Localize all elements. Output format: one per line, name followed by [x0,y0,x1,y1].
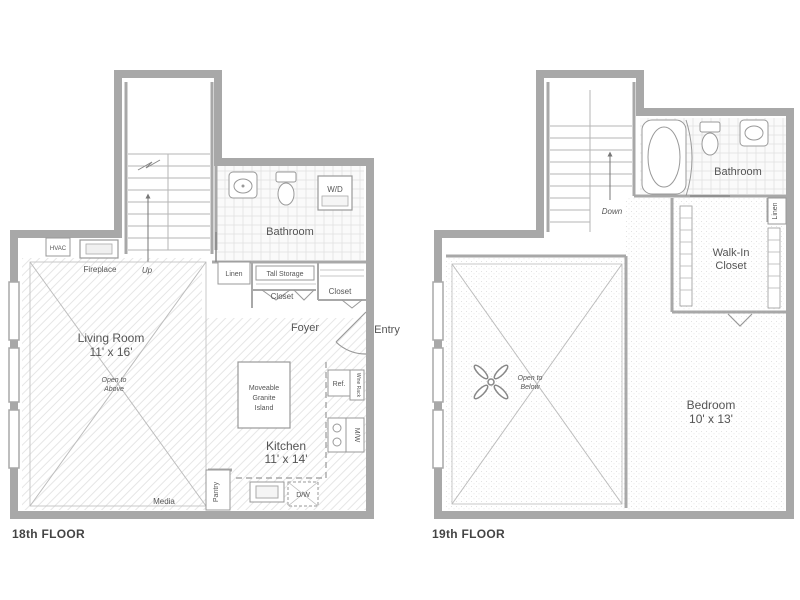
living-room-size: 11' x 16' [89,345,132,359]
dishwasher [287,481,319,507]
counter-lines [236,362,327,479]
entry-door [335,311,367,355]
bathroom-18-label: Bathroom [266,226,314,238]
windows-18 [8,281,20,469]
microwave [345,417,365,453]
sink-19-icon [739,119,769,147]
pantry-label: Pantry [213,481,220,502]
open-to-below-lines [451,263,623,505]
open-to-above-line2: Above [103,386,124,393]
wine-rack-label: Wine Rack [355,373,361,398]
stair-floor [128,82,210,258]
bedroom-floor [626,198,784,510]
windows-19 [432,281,444,469]
bedroom-size: 10' x 13' [689,412,733,426]
linen-closet-19 [767,197,787,225]
stairs-19 [550,90,632,232]
stair-up-label: Up [142,266,153,275]
washer-dryer-icon [317,175,353,211]
closet-door-swing-2 [341,299,363,309]
sink-icon [228,171,258,199]
floor-19-outer-wall [434,70,794,519]
wd-label: W/D [327,185,343,194]
floor-19-plan: Down Bathroom Linen Walk-In Closet Open … [432,70,794,541]
shower-curtain [685,119,693,197]
tall-storage-label: Tall Storage [267,271,304,278]
bedroom-label: Bedroom [687,398,736,412]
tall-storage [255,265,315,281]
stair-down-label: Down [602,207,623,216]
walkin-label-1: Walk-In [713,247,750,259]
living-room-floor [22,258,202,510]
island-label-1: Moveable [249,385,279,392]
closet-2-label: Closet [329,287,352,296]
ref-label: Ref. [333,381,346,388]
ceiling-fan-icon [473,364,509,400]
linen-closet-18 [217,261,251,285]
open-to-above-line1: Open to [102,377,127,384]
hvac-label: HVAC [50,246,67,252]
media-label: Media [153,497,175,506]
entry-label: Entry [374,324,400,336]
island [237,361,291,429]
bathtub-icon [641,119,687,195]
fireplace-label: Fireplace [84,265,117,274]
fireplace-icon [79,239,119,259]
open-to-below-line2: Below [520,384,540,391]
mw-label: M/W [353,428,360,443]
toilet-icon [275,171,297,206]
island-label-2: Granite [253,395,276,402]
floor-18-plan: HVAC Fireplace Up Living Room 11' x 16' … [8,70,400,541]
stairs-18 [128,153,210,251]
closet-door-swing [261,289,315,301]
walkin-door [727,313,753,327]
walkin-shelves [679,205,781,309]
dw-label: D/W [296,492,310,499]
floor-19-title: 19th FLOOR [432,527,505,541]
open-to-below-line1: Open to [518,375,543,382]
kitchen-sink-icon [249,481,285,503]
toilet-19-icon [699,121,721,156]
linen-18-label: Linen [225,271,242,278]
pantry [205,469,231,511]
walkin-label-2: Closet [715,260,746,272]
closet-1-label: Closet [271,292,294,301]
kitchen-size: 11' x 14' [264,452,307,466]
foyer-label: Foyer [291,322,319,334]
closet-shelf-lines [256,269,364,285]
bathroom-19-label: Bathroom [714,166,762,178]
living-room-label: Living Room [78,331,145,345]
floor-18-title: 18th FLOOR [12,527,85,541]
floor-18-outer-wall [10,70,374,519]
kitchen-label: Kitchen [266,439,306,453]
linen-19-label: Linen [772,202,779,219]
open-to-above-lines [29,261,207,507]
wine-rack [349,369,365,401]
island-label-3: Island [255,405,274,412]
cooktop-icon [327,417,347,453]
hvac-unit [45,237,71,257]
